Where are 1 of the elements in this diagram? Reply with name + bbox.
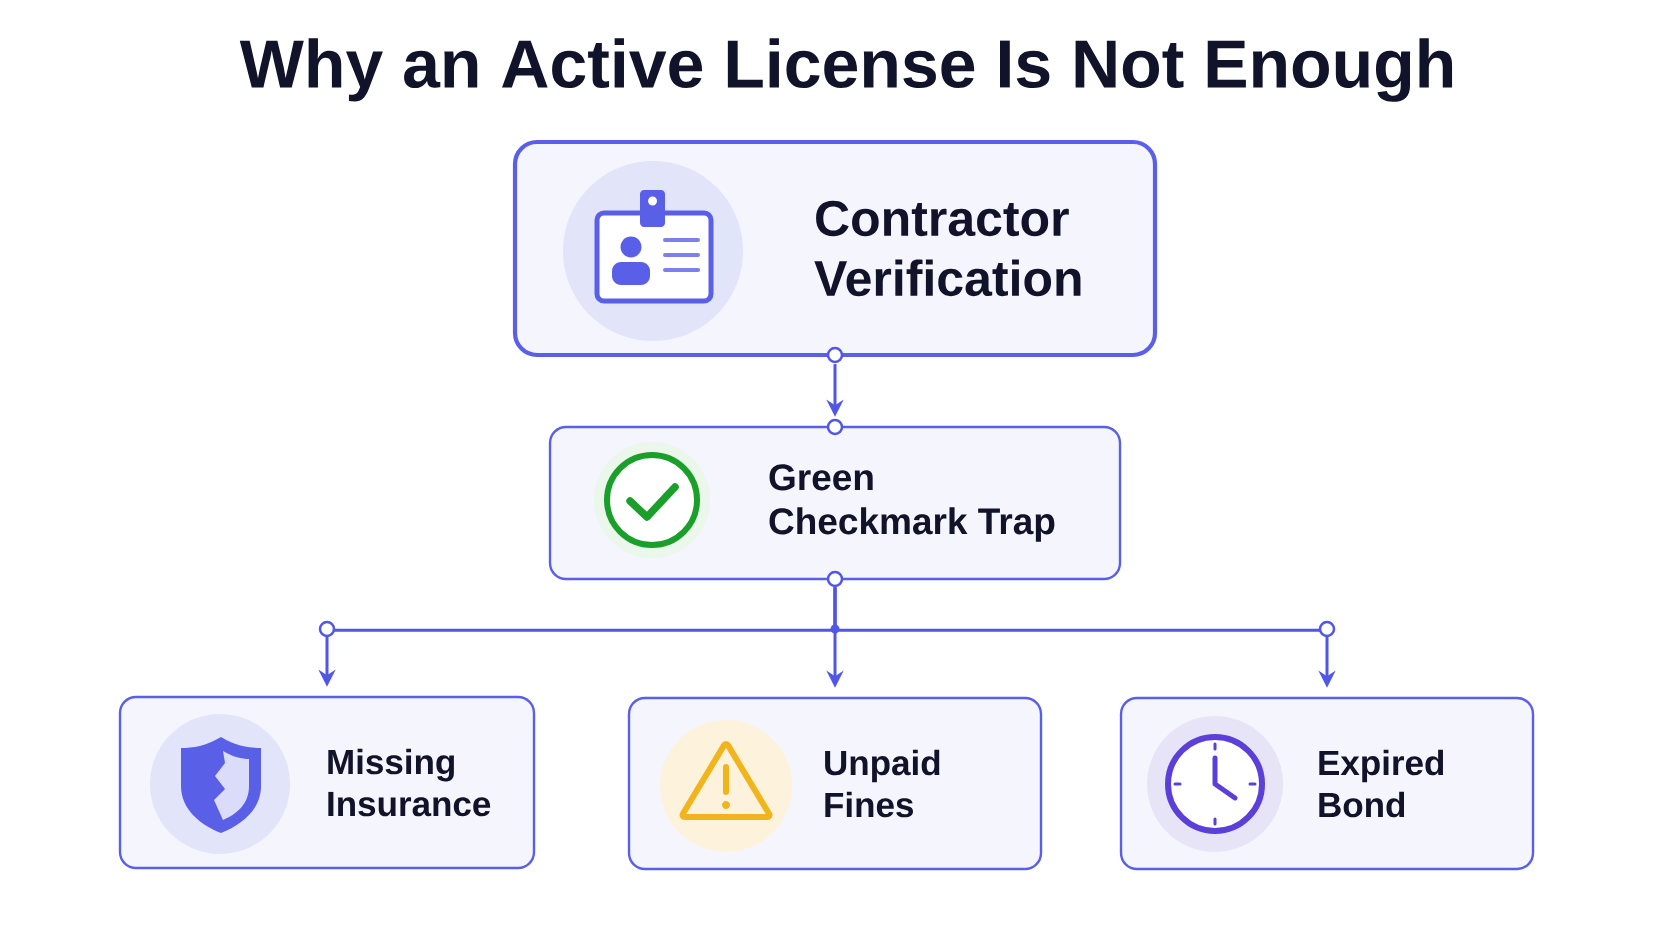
title: Why an Active License Is Not Enough <box>239 38 1453 102</box>
